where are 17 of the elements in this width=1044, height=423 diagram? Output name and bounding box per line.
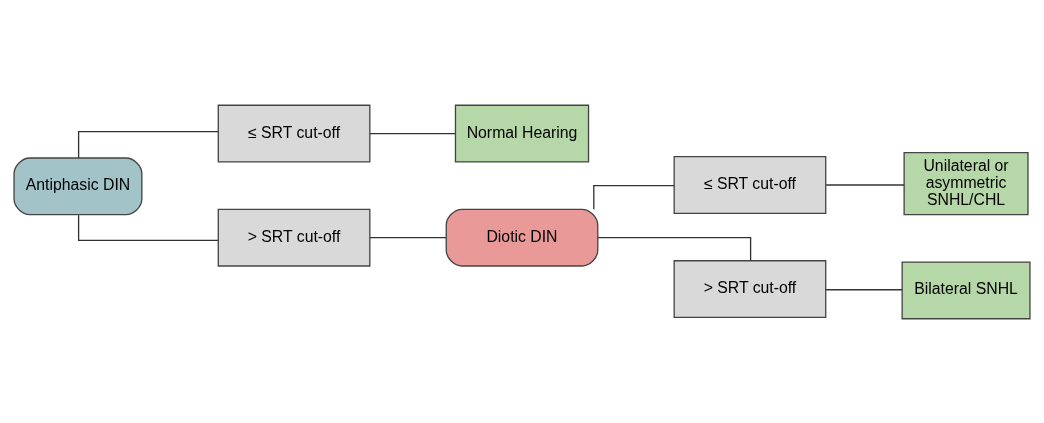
node-box: Antiphasic DIN (13, 156, 143, 215)
connector (77, 214, 219, 241)
node-box: ≤ SRT cut-off (673, 155, 827, 214)
connector (825, 183, 905, 186)
node-box: > SRT cut-off (217, 208, 371, 267)
node-box: Diotic DIN (445, 208, 599, 267)
connector (369, 236, 447, 238)
connector (369, 132, 456, 134)
connector (825, 288, 903, 290)
node-box: Normal Hearing (454, 104, 590, 163)
node-box: ≤ SRT cut-off (217, 104, 371, 163)
connector (597, 236, 752, 261)
node-box: Bilateral SNHL (901, 260, 1031, 319)
connector (77, 130, 219, 158)
node-box: > SRT cut-off (673, 259, 827, 318)
node-box: Unilateral or asymmetric SNHL/CHL (903, 151, 1029, 215)
connector (593, 184, 675, 210)
